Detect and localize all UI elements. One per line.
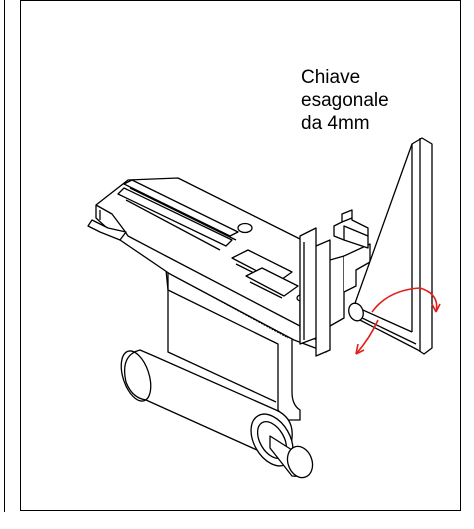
adjustment-bracket (299, 209, 371, 357)
caption-line-1: Chiave (301, 67, 361, 88)
caption-line-2: esagonale (301, 90, 389, 111)
hinge-base (87, 177, 331, 353)
hex-key-icon (348, 137, 433, 355)
roller-cylinder (120, 349, 314, 479)
hex-key-label: Chiave esagonale da 4mm (301, 66, 389, 135)
caption-line-3: da 4mm (301, 113, 370, 134)
left-panel-edge (0, 0, 5, 512)
rotation-arrow (355, 287, 441, 355)
